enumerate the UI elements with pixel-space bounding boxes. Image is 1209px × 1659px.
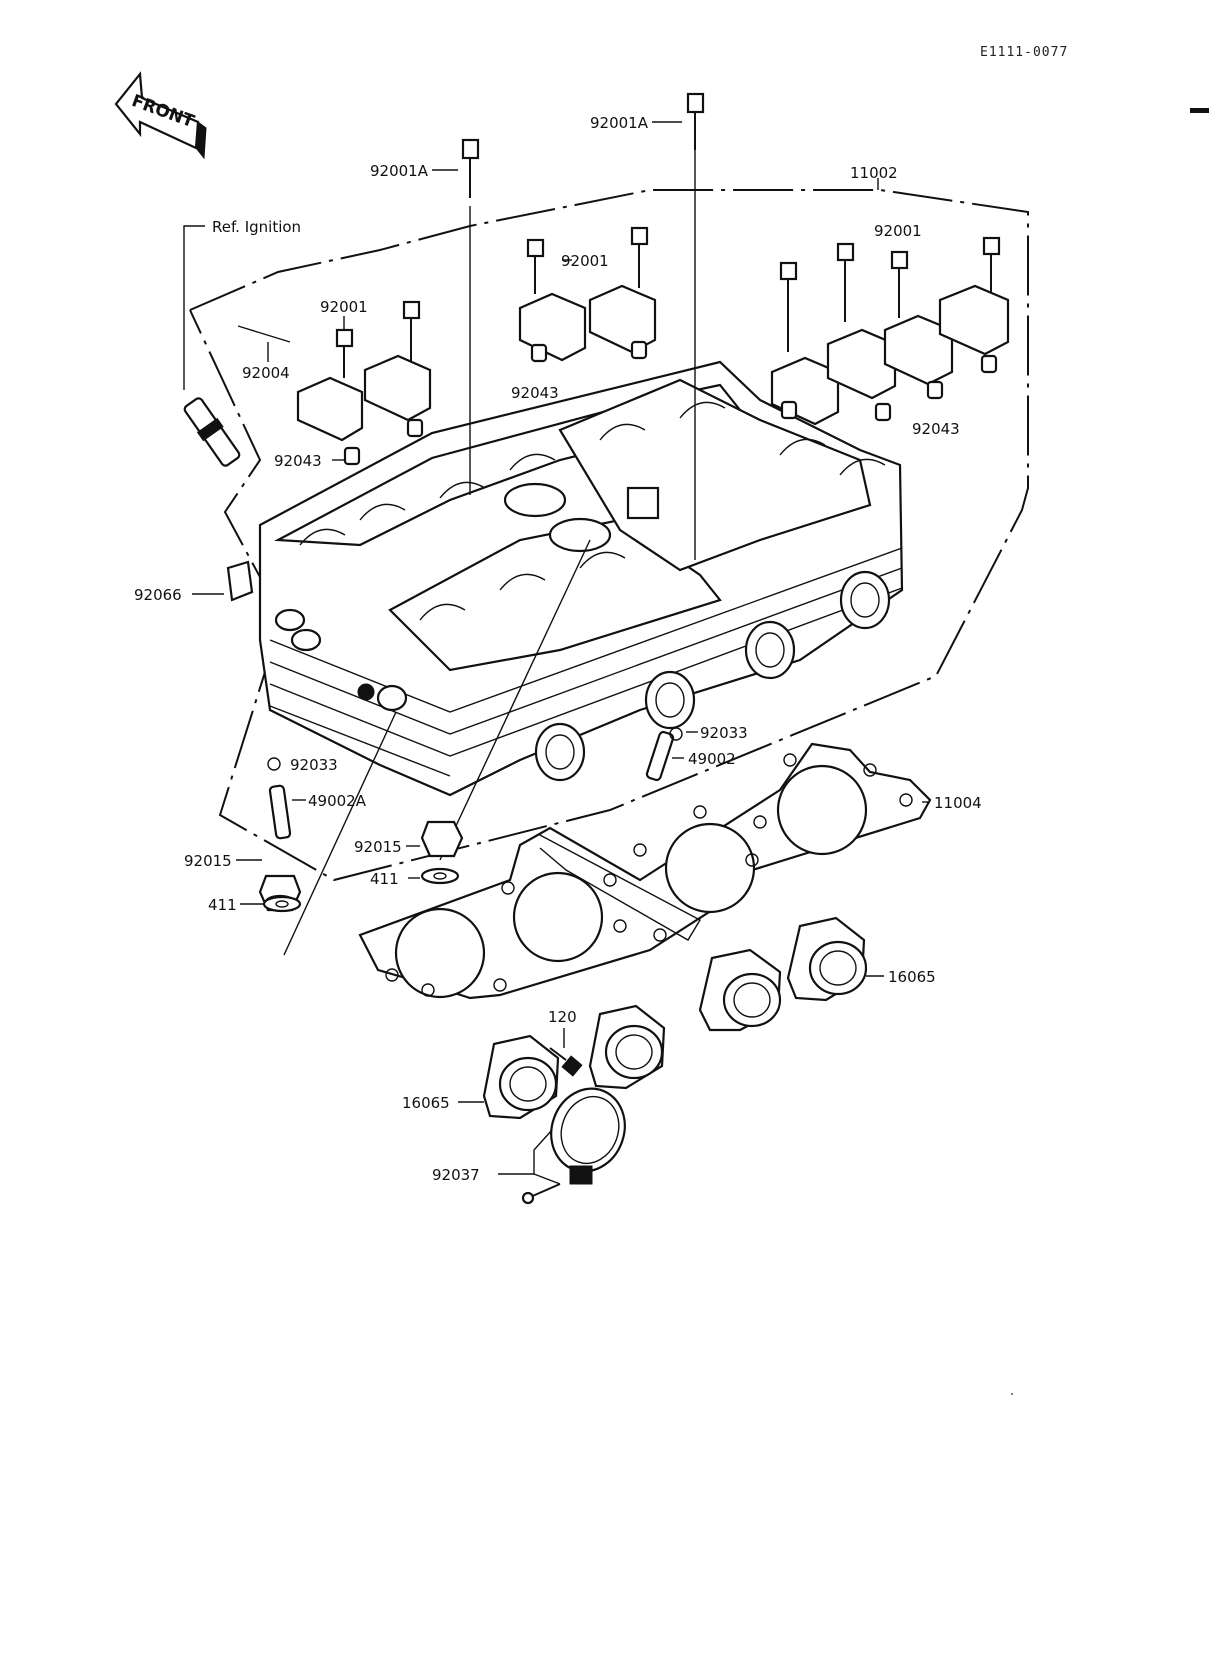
bolt-92001A-left — [461, 138, 480, 198]
label-16065-left: 16065 — [402, 1094, 450, 1112]
label-92033-right: 92033 — [700, 724, 748, 742]
label-49002A: 49002A — [308, 792, 367, 810]
label-92004: 92004 — [242, 364, 290, 382]
label-120: 120 — [548, 1008, 577, 1026]
label-92001-right: 92001 — [874, 222, 922, 240]
valve-guide-left — [267, 757, 292, 840]
label-92037: 92037 — [432, 1166, 480, 1184]
valve-guide-right — [645, 727, 683, 782]
spark-plug-icon — [183, 397, 241, 467]
ref-ignition-callout: Ref. Ignition — [183, 218, 301, 390]
label-92015-left: 92015 — [184, 852, 232, 870]
cam-caps-right — [770, 236, 1010, 426]
cam-caps-left — [237, 300, 432, 466]
label-16065-right: 16065 — [888, 968, 936, 986]
label-411-center: 411 — [370, 870, 399, 888]
intake-ports — [534, 570, 891, 782]
screw-120 — [549, 1047, 583, 1077]
intake-holder-right-b — [786, 916, 868, 1002]
label-11004: 11004 — [934, 794, 982, 812]
speck — [1011, 1393, 1013, 1395]
label-92043-center: 92043 — [511, 384, 559, 402]
edge-mark — [1190, 108, 1209, 113]
part-92066 — [226, 560, 254, 602]
cylinder-head-body — [258, 360, 904, 797]
intake-holder-left-b — [482, 1034, 560, 1120]
hose-clamp-92037 — [521, 1087, 626, 1205]
intake-holder-left-a — [588, 1004, 666, 1090]
label-92043-right: 92043 — [912, 420, 960, 438]
bolt-92001A-top — [686, 92, 705, 150]
label-92033-left: 92033 — [290, 756, 338, 774]
front-arrow-icon: FRONT — [114, 71, 207, 160]
label-92015-center: 92015 — [354, 838, 402, 856]
camshaft-journals — [299, 401, 886, 621]
label-92001A-top: 92001A — [590, 114, 649, 132]
gasket-holes — [385, 753, 913, 997]
label-411-left: 411 — [208, 896, 237, 914]
label-49002: 49002 — [688, 750, 736, 768]
intake-holder-right-a — [698, 948, 782, 1032]
ref-ignition-label: Ref. Ignition — [212, 218, 301, 236]
diagram-code: E1111-0077 — [980, 45, 1068, 60]
label-92001-left: 92001 — [320, 298, 368, 316]
washer-411-center — [420, 867, 460, 885]
label-92043-left: 92043 — [274, 452, 322, 470]
label-92001A-left: 92001A — [370, 162, 429, 180]
label-92001-center: 92001 — [561, 252, 609, 270]
label-11002: 11002 — [850, 164, 898, 182]
cam-caps-center — [518, 226, 657, 363]
nut-92015-center — [420, 820, 464, 858]
label-92066: 92066 — [134, 586, 182, 604]
head-gasket-11004 — [358, 742, 932, 1000]
washer-411-left — [262, 895, 302, 913]
